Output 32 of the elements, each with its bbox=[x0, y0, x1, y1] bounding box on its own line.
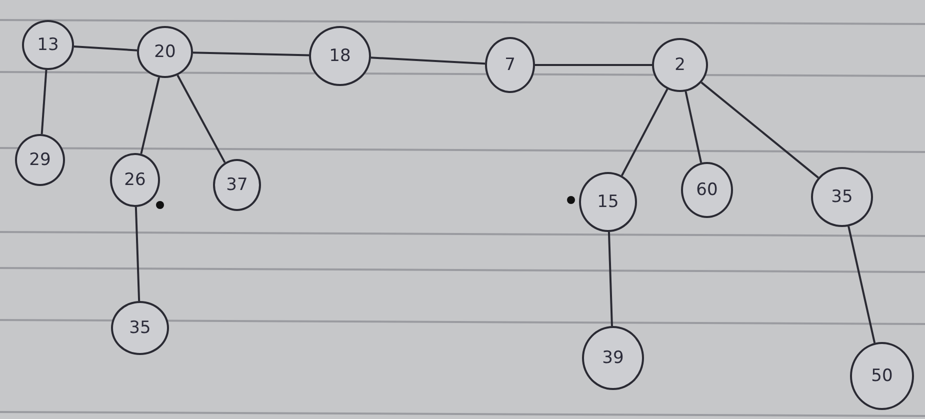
tree-node-circle bbox=[22, 20, 74, 70]
tree-edge-line bbox=[700, 82, 819, 178]
tree-edge-line bbox=[176, 74, 226, 164]
tree-edge-line bbox=[74, 46, 138, 52]
node-key: 50 bbox=[871, 366, 893, 386]
node-key: 18 bbox=[329, 46, 351, 66]
node-key: 13 bbox=[37, 35, 59, 55]
tree-edge-line bbox=[140, 77, 160, 154]
tree-node-circle bbox=[213, 159, 261, 211]
node-key: 20 bbox=[154, 42, 176, 62]
tree-node-circle bbox=[110, 153, 160, 207]
node-key: 2 bbox=[674, 55, 686, 75]
tree-edge-line bbox=[134, 206, 140, 302]
tree-edge-line bbox=[192, 52, 310, 56]
tree-node-circle bbox=[652, 38, 708, 92]
tree-edge-line bbox=[370, 56, 486, 65]
tree-edge-line bbox=[535, 64, 652, 66]
node-key: 29 bbox=[29, 150, 51, 170]
node-key: 35 bbox=[129, 318, 151, 338]
node-key: 26 bbox=[124, 170, 146, 190]
tree-edge-line bbox=[684, 91, 702, 163]
tree-edge-line bbox=[620, 88, 668, 176]
node-key: 7 bbox=[504, 55, 516, 75]
tree-node-circle bbox=[15, 134, 65, 186]
node-key: 60 bbox=[696, 180, 718, 200]
node-key: 37 bbox=[226, 175, 248, 195]
node-key: 35 bbox=[831, 187, 853, 207]
tree-edge-line bbox=[40, 70, 48, 134]
node-key: 15 bbox=[597, 192, 619, 212]
node-key: 39 bbox=[602, 348, 624, 368]
tree-edge-line bbox=[608, 232, 613, 326]
tree-edge-line bbox=[848, 226, 876, 344]
